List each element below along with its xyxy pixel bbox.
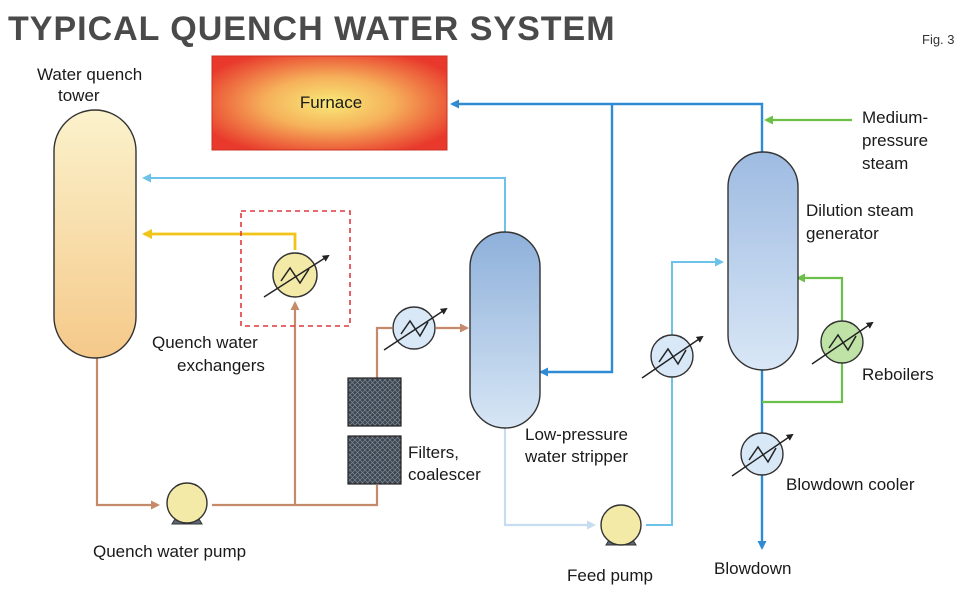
pipe-quench-water-return <box>142 229 297 250</box>
mps-label-line3: steam <box>862 154 908 173</box>
water-quench-tower <box>53 109 137 359</box>
dilution-steam-generator <box>727 151 799 371</box>
pipe-feed-pump-to-dsg <box>646 257 724 526</box>
furnace-label: Furnace <box>300 93 362 112</box>
pipe-tower-to-quench-pump <box>95 358 160 510</box>
blowdown-cooler-label: Blowdown cooler <box>786 475 915 494</box>
coalescer <box>347 435 402 485</box>
quench-exchangers-label-line1: Quench water <box>152 333 258 352</box>
dsg-label-line1: Dilution steam <box>806 201 914 220</box>
reboiler <box>811 320 874 365</box>
pipe-stripper-overhead <box>142 173 506 232</box>
feed-pump-label: Feed pump <box>567 566 653 585</box>
mps-label-line1: Medium- <box>862 108 928 127</box>
dsg-label-line2: generator <box>806 224 879 243</box>
low-pressure-water-stripper <box>469 231 541 429</box>
stripper-label-line1: Low-pressure <box>525 425 628 444</box>
filters-label-line1: Filters, <box>408 443 459 462</box>
filters-label-line2: coalescer <box>408 465 481 484</box>
furnace: Furnace <box>211 55 448 151</box>
blowdown-cooler <box>731 432 794 477</box>
figure-number: Fig. 3 <box>922 32 955 47</box>
pipe-dilution-steam-to-furnace <box>450 99 764 152</box>
tower-label-line2: tower <box>58 86 100 105</box>
mps-label-line2: pressure <box>862 131 928 150</box>
quench-exchanger-boundary <box>240 210 351 327</box>
pipe-steam-to-stripper <box>539 104 614 377</box>
blowdown-label: Blowdown <box>714 559 792 578</box>
feed-exchanger <box>641 334 704 379</box>
tower-label-line1: Water quench <box>37 65 142 84</box>
reboilers-label: Reboilers <box>862 365 934 384</box>
quench-exchangers-label-line2: exchangers <box>177 356 265 375</box>
quench-water-pump <box>166 482 208 525</box>
stripper-feed-exchanger <box>383 306 448 351</box>
diagram-title: TYPICAL QUENCH WATER SYSTEM <box>8 10 616 48</box>
pipe-filters-to-stripper <box>375 326 392 378</box>
pipe-quench-pump-discharge <box>212 485 379 507</box>
quench-water-pump-label: Quench water pump <box>93 542 246 561</box>
feed-pump <box>600 504 642 546</box>
quench-water-exchanger <box>263 252 330 298</box>
stripper-label-line2: water stripper <box>524 447 628 466</box>
filter <box>347 377 402 427</box>
pipe-stripper-bottoms <box>503 428 596 530</box>
